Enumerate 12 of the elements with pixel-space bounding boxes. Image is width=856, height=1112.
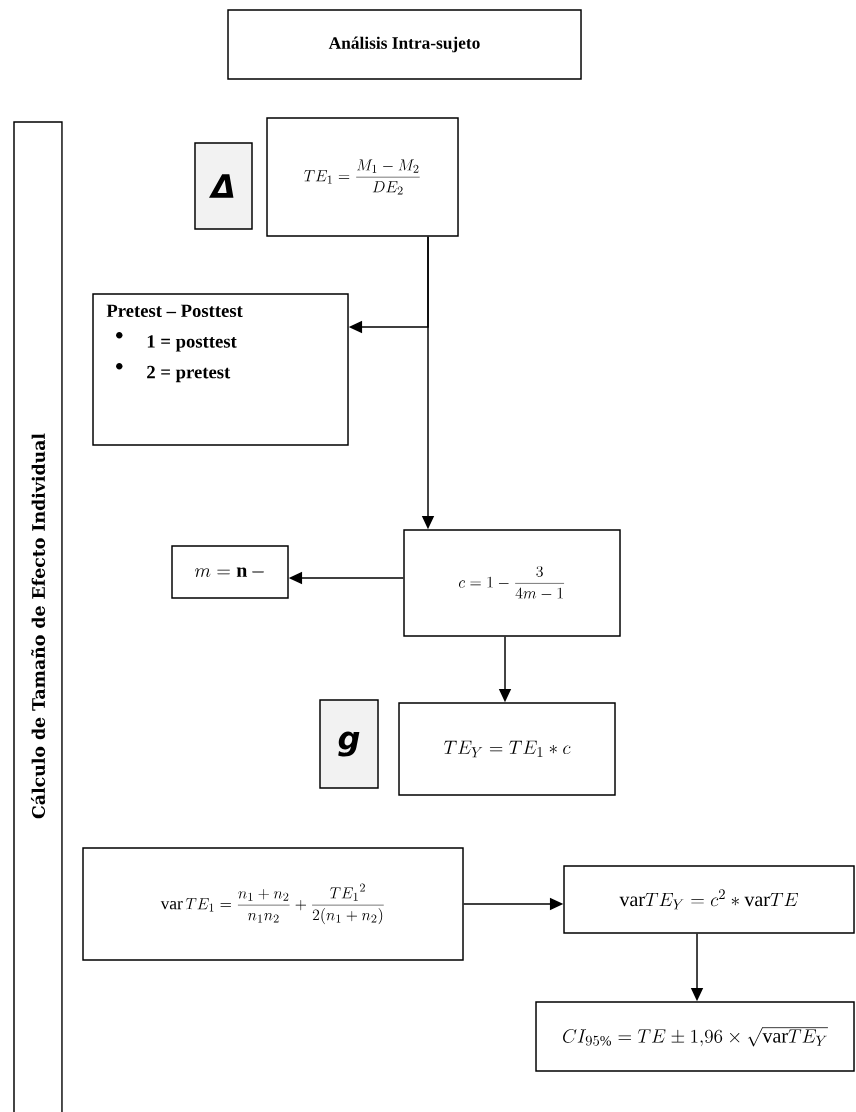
formula-box: $CI_{95\%} = TE \pm 1{,}96 \times \sqrt{\mathrm{var}TE_Y}$ [535,1001,855,1072]
symbol-box: g [319,699,379,789]
formula-box: $\mathrm{var}TE_Y = c^2 * \mathrm{var}TE$ [563,865,855,934]
heading-box: Análisis Intra-sujeto [227,9,582,80]
formula-box: $TE_Y = TE_1 * c$ [398,702,616,796]
formula-box: $c = 1 - \frac{3}{4m - 1}$ [403,529,621,637]
list-box: Pretest – Posttest 1 = posttest 2 = pretest [92,293,349,446]
formula-box: $TE_1 = \frac{M_1 - M_2}{DE_2}$ [266,117,459,237]
symbol-box: Δ [194,142,253,230]
formula-box: $\mathrm{var}\,TE_1 = \frac{n_1 + n_2}{n_1 n_2} + \frac{{TE_1}^2}{2(n_1 + n_2)}$ [82,847,464,961]
side-band: Cálculo de Tamaño de Efecto Individual [13,121,63,1112]
formula-box: $m = \mathbf{n}\,-$ [171,545,289,599]
